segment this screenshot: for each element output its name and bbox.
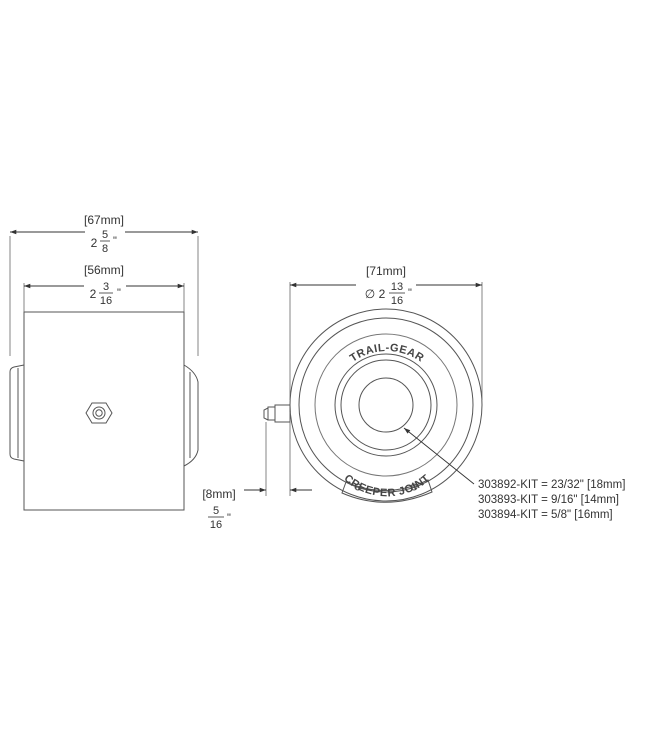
- dimension-diameter: [71mm] ∅ 2 13 16 ": [289, 264, 483, 400]
- diameter-symbol: ∅: [365, 287, 375, 301]
- outer-rim: [289, 308, 483, 502]
- body-width-whole: 2: [90, 287, 97, 301]
- dimension-offset: [8mm] 5 16 ": [202, 412, 312, 531]
- offset-metric: [8mm]: [202, 487, 235, 501]
- body-width-den: 16: [100, 295, 112, 307]
- inner-ring: [334, 353, 438, 457]
- body-width-metric: [56mm]: [84, 263, 124, 277]
- grease-fitting-side: [263, 404, 291, 423]
- dimension-body-width: [56mm] 2 3 16 ": [23, 263, 185, 312]
- overall-width-metric: [67mm]: [84, 213, 124, 227]
- brand-text: TRAIL-GEAR: [348, 342, 426, 365]
- overall-width-whole: 2: [91, 236, 98, 250]
- overall-width-den: 8: [102, 243, 108, 255]
- front-view: [263, 308, 483, 503]
- bore-leader: [403, 427, 475, 485]
- dimension-overall-width: [67mm] 2 5 8 ": [9, 213, 199, 356]
- part-number-1: 303892-KIT = 23/32" [18mm]: [478, 479, 625, 491]
- offset-num: 5: [213, 505, 219, 517]
- part-number-2: 303893-KIT = 9/16" [14mm]: [478, 494, 619, 506]
- overall-width-num: 5: [102, 229, 108, 241]
- part-number-3: 303894-KIT = 5/8" [16mm]: [478, 509, 613, 521]
- offset-unit: ": [227, 512, 231, 524]
- diameter-unit: ": [408, 287, 412, 299]
- overall-width-unit: ": [113, 235, 117, 247]
- right-flange: [183, 364, 199, 467]
- side-view: [9, 311, 199, 511]
- part-number-list: 303892-KIT = 23/32" [18mm] 303893-KIT = …: [478, 479, 625, 521]
- bore: [358, 377, 414, 433]
- diameter-metric: [71mm]: [366, 264, 406, 278]
- retainer-clip: [341, 479, 433, 503]
- offset-den: 16: [210, 519, 222, 531]
- joint-body: [23, 311, 185, 511]
- diameter-num: 13: [391, 281, 403, 293]
- left-flange: [9, 364, 25, 462]
- diameter-den: 16: [391, 295, 403, 307]
- body-width-num: 3: [103, 281, 109, 293]
- grease-fitting: [85, 402, 113, 424]
- diameter-whole: 2: [379, 287, 386, 301]
- body-width-unit: ": [117, 287, 121, 299]
